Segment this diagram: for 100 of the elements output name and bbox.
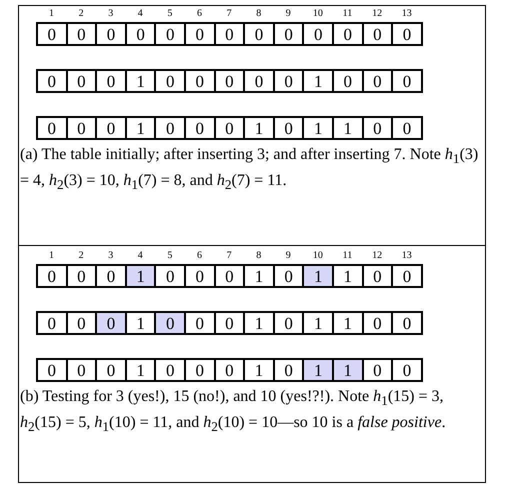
bit-cell: 1 [124, 264, 156, 288]
index-number: 6 [196, 250, 203, 261]
bit-cell: 0 [154, 69, 186, 93]
bit-cell: 0 [36, 264, 68, 288]
bit-cell: 0 [272, 22, 304, 46]
bit-cell: 0 [184, 69, 216, 93]
index-number: 2 [78, 8, 85, 19]
bit-cell: 1 [302, 116, 334, 140]
bit-cell: 1 [332, 358, 364, 382]
bit-cell: 0 [95, 358, 127, 382]
bit-cell: 1 [124, 116, 156, 140]
bit-cell: 0 [184, 22, 216, 46]
bit-cell: 1 [124, 358, 156, 382]
bit-cell: 0 [214, 358, 246, 382]
index-number: 12 [371, 8, 384, 19]
bit-cell: 0 [214, 116, 246, 140]
bit-cell: 0 [214, 22, 246, 46]
index-number: 4 [136, 8, 144, 19]
bit-cell: 0 [214, 69, 246, 93]
index-number: 11 [342, 8, 354, 19]
bit-cell: 0 [184, 116, 216, 140]
bit-cell: 0 [332, 69, 364, 93]
bit-cell: 1 [124, 69, 156, 93]
index-number: 3 [107, 8, 114, 19]
bit-cell: 0 [362, 311, 394, 335]
index-number: 2 [78, 250, 85, 261]
index-number: 13 [400, 250, 413, 261]
bit-cell: 0 [214, 311, 246, 335]
bit-cell: 0 [362, 22, 394, 46]
bit-cell: 0 [184, 311, 216, 335]
index-number: 13 [400, 8, 413, 19]
bit-cell: 0 [391, 116, 423, 140]
index-number: 1 [48, 250, 55, 261]
index-number: 1 [48, 8, 55, 19]
bit-cell: 0 [66, 116, 98, 140]
bit-cell: 0 [36, 311, 68, 335]
bit-cell: 0 [66, 358, 98, 382]
bit-cell: 0 [302, 22, 334, 46]
index-number: 8 [255, 250, 262, 261]
index-number: 10 [312, 250, 324, 261]
bit-cell: 0 [272, 311, 304, 335]
bit-cell: 0 [184, 264, 216, 288]
bit-cell: 1 [302, 69, 334, 93]
bit-cell: 0 [272, 69, 304, 93]
bit-cell: 0 [362, 264, 394, 288]
bit-cell: 0 [154, 358, 186, 382]
bit-cell: 0 [36, 116, 68, 140]
bit-cell: 1 [332, 311, 364, 335]
bit-cell: 0 [391, 358, 423, 382]
bit-cell: 0 [332, 22, 364, 46]
bit-cell: 0 [66, 264, 98, 288]
bit-cell: 0 [154, 264, 186, 288]
bit-cell: 0 [36, 69, 68, 93]
bit-cell: 0 [391, 311, 423, 335]
index-number: 9 [284, 8, 292, 19]
index-number: 7 [226, 250, 233, 261]
bit-cell: 0 [36, 22, 68, 46]
index-number: 9 [284, 250, 292, 261]
figure-caption: (b) Testing for 3 (yes!), 15 (no!), and 10 (yes!?!). Note h$_{1}$(15) = 3, h$_{2}$(15) = 5, h$_{1}$(10) = 11, and h$_{2}$(10) = 10—so 10 is a false positive. [20, 387, 447, 436]
bit-cell: 0 [95, 311, 127, 335]
bit-cell: 0 [184, 358, 216, 382]
index-number: 10 [312, 8, 324, 19]
bit-cell: 0 [272, 116, 304, 140]
bit-cell: 0 [362, 116, 394, 140]
bit-cell: 1 [243, 311, 275, 335]
bit-cell: 0 [243, 22, 275, 46]
index-number: 11 [342, 250, 354, 261]
bit-cell: 1 [243, 116, 275, 140]
index-number: 5 [166, 250, 174, 261]
bit-cell: 0 [154, 311, 186, 335]
bit-cell: 0 [36, 358, 68, 382]
figure-caption: (a) The table initially; after inserting 3; and after inserting 7. Note h$_{1}$(3) = 4, h$_{2}$(3) = 10, h$_{1}$(7) = 8, and h$_{2}$(7) = 11. [20, 145, 480, 194]
bit-cell: 0 [95, 22, 127, 46]
bit-cell: 0 [391, 22, 423, 46]
bit-cell: 0 [66, 22, 98, 46]
bit-cell: 1 [243, 264, 275, 288]
bit-cell: 0 [362, 69, 394, 93]
bit-cell: 0 [391, 69, 423, 93]
bit-cell: 0 [214, 264, 246, 288]
bit-cell: 1 [243, 358, 275, 382]
index-number: 12 [371, 250, 384, 261]
bit-cell: 0 [95, 69, 127, 93]
index-number: 3 [107, 250, 114, 261]
bit-cell: 0 [391, 264, 423, 288]
bit-cell: 0 [243, 69, 275, 93]
bit-cell: 0 [154, 116, 186, 140]
bit-cell: 0 [154, 22, 186, 46]
bit-cell: 1 [302, 264, 334, 288]
bit-cell: 0 [95, 116, 127, 140]
index-number: 5 [166, 8, 174, 19]
bit-cell: 0 [66, 69, 98, 93]
index-number: 8 [255, 8, 262, 19]
bit-cell: 1 [332, 264, 364, 288]
index-number: 7 [226, 8, 233, 19]
index-number: 6 [196, 8, 203, 19]
bit-cell: 1 [302, 358, 334, 382]
bit-cell: 0 [124, 22, 156, 46]
bit-cell: 1 [302, 311, 334, 335]
bit-cell: 1 [332, 116, 364, 140]
index-number: 4 [136, 250, 144, 261]
